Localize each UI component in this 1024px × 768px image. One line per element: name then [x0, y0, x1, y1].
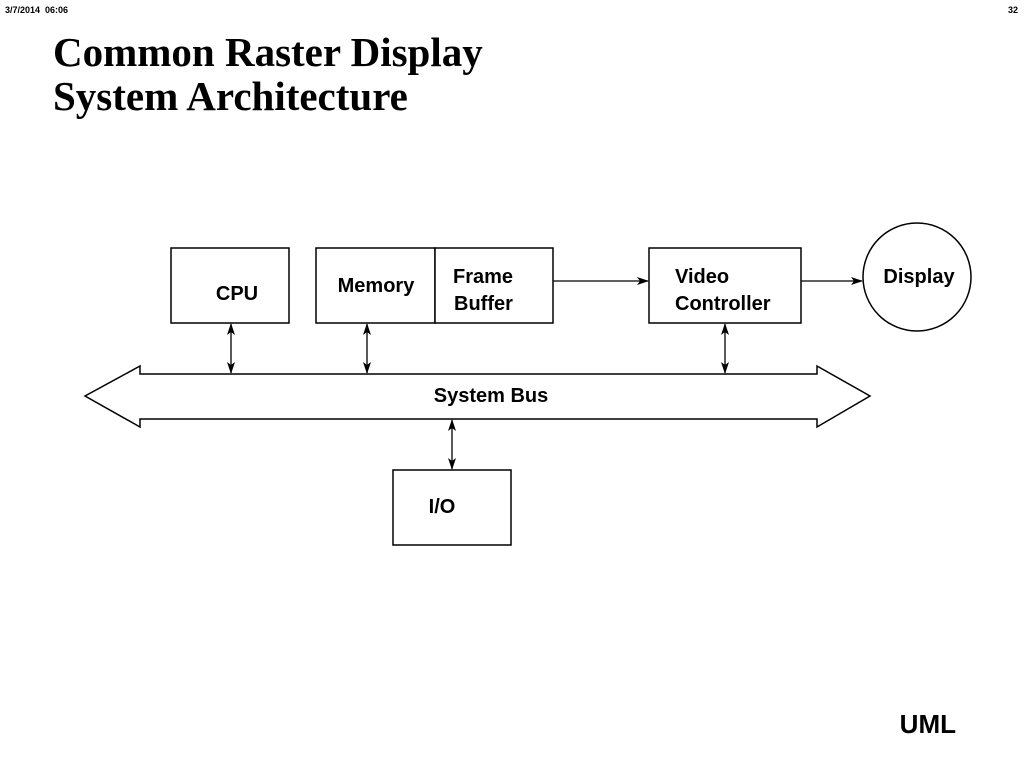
frame-buffer-label-line-2: Buffer	[454, 293, 513, 315]
system-bus-shape	[83, 364, 872, 429]
io-node: I/O	[392, 469, 512, 546]
display-circle	[862, 222, 972, 332]
frame-buffer-box	[434, 247, 554, 324]
io-label: I/O	[429, 496, 456, 518]
cpu-node: CPU	[170, 247, 290, 324]
cpu-label: CPU	[216, 283, 258, 305]
display-label: Display	[883, 266, 955, 288]
video-controller-box	[648, 247, 802, 324]
video-controller-label-line-2: Controller	[675, 293, 771, 315]
slide-title-line-2: System Architecture	[53, 73, 408, 119]
video-controller-node: Video Controller	[648, 247, 802, 324]
slide-title: Common Raster Display System Architectur…	[53, 30, 483, 118]
display-node: Display	[862, 222, 972, 332]
footer-label: UML	[899, 709, 956, 739]
memory-node: Memory	[315, 247, 436, 324]
header-time: 06:06	[45, 5, 69, 15]
io-box	[392, 469, 512, 546]
memory-label: Memory	[338, 275, 416, 297]
slide-title-line-1: Common Raster Display	[53, 29, 483, 75]
system-bus: System Bus	[83, 364, 872, 429]
page-number: 32	[1007, 5, 1018, 15]
header-date: 3/7/2014	[5, 5, 41, 15]
video-controller-label-line-1: Video	[675, 266, 729, 288]
system-bus-label: System Bus	[434, 385, 549, 407]
frame-buffer-label-line-1: Frame	[453, 266, 513, 288]
frame-buffer-node: Frame Buffer	[434, 247, 554, 324]
